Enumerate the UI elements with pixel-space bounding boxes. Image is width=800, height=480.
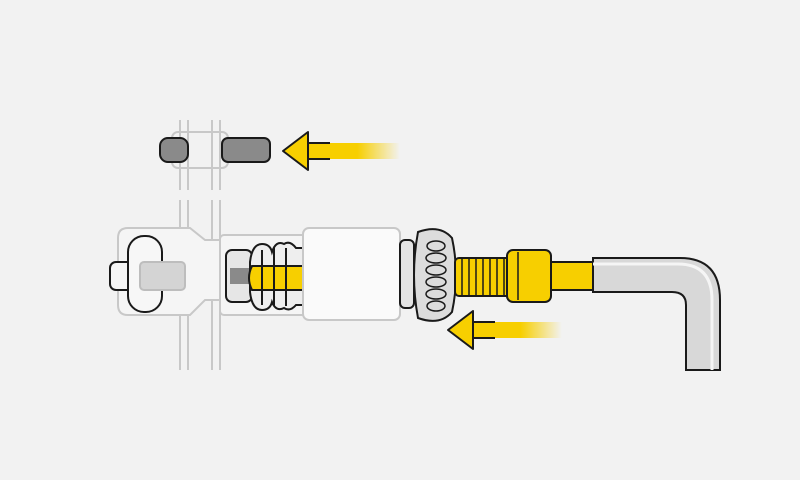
drive-screw-inner	[225, 241, 306, 312]
drive-screw	[454, 249, 594, 303]
threaded-neck	[399, 239, 415, 309]
chain-pin	[159, 137, 271, 163]
clamp-knob	[109, 235, 186, 313]
screw-push-arrow	[447, 310, 562, 350]
pin-push-arrow	[282, 131, 400, 171]
tool-sleeve	[302, 227, 401, 321]
tool-handle	[592, 257, 721, 371]
knurled-nut	[413, 228, 457, 322]
